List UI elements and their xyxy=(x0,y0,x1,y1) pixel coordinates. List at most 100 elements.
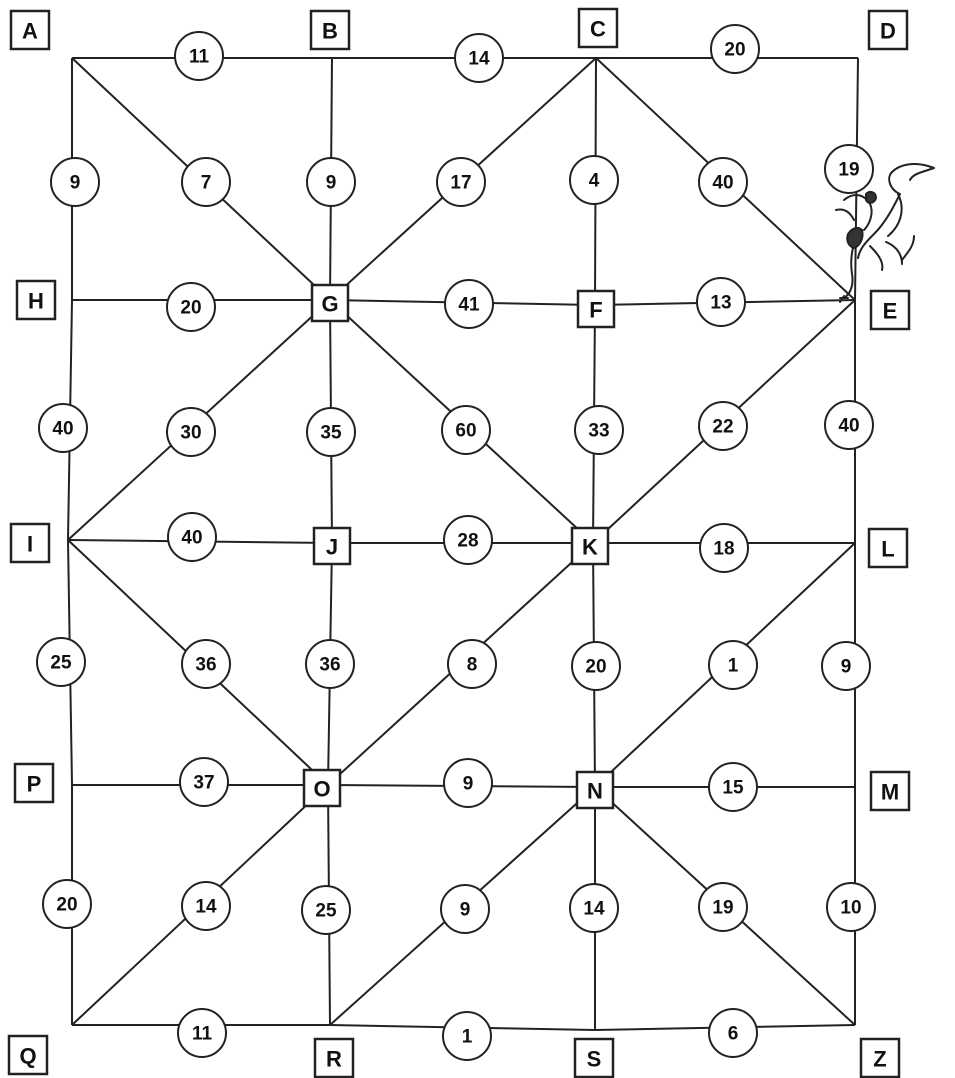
edge-weight-k-l: 18 xyxy=(700,524,748,572)
node-label: Z xyxy=(873,1047,886,1072)
edge-weight-r-s: 1 xyxy=(443,1012,491,1060)
edge-weight-h-i: 40 xyxy=(39,404,87,452)
weight-label: 41 xyxy=(458,295,480,316)
weight-label: 40 xyxy=(838,416,859,437)
weight-label: 19 xyxy=(838,160,859,181)
node-label: O xyxy=(313,777,330,802)
node-label: J xyxy=(326,535,338,560)
edge-weight-i-j: 40 xyxy=(168,513,216,561)
node-l: L xyxy=(869,529,907,567)
weight-label: 9 xyxy=(460,900,471,921)
node-o: O xyxy=(304,770,340,806)
edge-weight-n-s: 14 xyxy=(570,884,618,932)
node-label: M xyxy=(881,780,899,805)
node-label: R xyxy=(326,1047,342,1072)
node-label: Q xyxy=(19,1044,36,1069)
node-k: K xyxy=(572,528,608,564)
node-label: K xyxy=(582,535,598,560)
edge-weight-j-o: 36 xyxy=(306,640,354,688)
edge-weight-k-n: 20 xyxy=(572,642,620,690)
edge-weight-a-b: 11 xyxy=(175,32,223,80)
edge-weight-n-z: 19 xyxy=(699,883,747,931)
node-label: F xyxy=(589,298,602,323)
edge-weight-o-q: 14 xyxy=(182,882,230,930)
node-b: B xyxy=(311,11,349,49)
weight-label: 25 xyxy=(50,653,72,674)
node-label: L xyxy=(881,537,894,562)
edge-weight-j-k: 28 xyxy=(444,516,492,564)
weight-label: 60 xyxy=(455,421,476,442)
weight-label: 30 xyxy=(180,423,201,444)
edge-weight-n-m: 15 xyxy=(709,763,757,811)
weight-label: 18 xyxy=(713,539,734,560)
node-label: D xyxy=(880,19,896,44)
weight-label: 35 xyxy=(320,423,342,444)
edge-weight-o-n: 9 xyxy=(444,759,492,807)
weight-label: 17 xyxy=(450,173,471,194)
weight-label: 20 xyxy=(724,40,745,61)
edge-weight-d-e: 19 xyxy=(825,145,873,193)
weight-label: 9 xyxy=(463,774,474,795)
node-label: G xyxy=(321,292,338,317)
edge-weight-p-q: 20 xyxy=(43,880,91,928)
weight-label: 14 xyxy=(195,897,217,918)
node-e: E xyxy=(871,291,909,329)
node-label: S xyxy=(587,1047,602,1072)
node-a: A xyxy=(11,11,49,49)
weight-label: 20 xyxy=(180,298,201,319)
weight-label: 10 xyxy=(840,898,861,919)
weight-label: 9 xyxy=(326,173,337,194)
edge-weight-q-r: 11 xyxy=(178,1009,226,1057)
edge-weight-s-z: 6 xyxy=(709,1009,757,1057)
edge-weight-a-g: 7 xyxy=(182,158,230,206)
edge-weight-p-o: 37 xyxy=(180,758,228,806)
node-f: F xyxy=(578,291,614,327)
weight-label: 40 xyxy=(181,528,202,549)
node-label: C xyxy=(590,17,606,42)
edge-weight-g-k: 60 xyxy=(442,406,490,454)
edge-weight-e-l: 40 xyxy=(825,401,873,449)
edge-weight-e-k: 22 xyxy=(699,402,747,450)
weight-label: 19 xyxy=(712,898,733,919)
edge-weight-f-k: 33 xyxy=(575,406,623,454)
weight-label: 9 xyxy=(70,173,81,194)
edge-weight-c-e: 40 xyxy=(699,158,747,206)
node-s: S xyxy=(575,1039,613,1077)
edge-weight-g-j: 35 xyxy=(307,408,355,456)
node-label: A xyxy=(22,19,38,44)
node-r: R xyxy=(315,1039,353,1077)
weight-label: 1 xyxy=(462,1027,473,1048)
node-label: P xyxy=(27,772,42,797)
node-i: I xyxy=(11,524,49,562)
node-q: Q xyxy=(9,1036,47,1074)
node-p: P xyxy=(15,764,53,802)
weight-label: 11 xyxy=(189,47,210,68)
edge-weight-f-e: 13 xyxy=(697,278,745,326)
edge-weight-l-m: 9 xyxy=(822,642,870,690)
edge-weight-c-f: 4 xyxy=(570,156,618,204)
edge-weight-h-g: 20 xyxy=(167,283,215,331)
weight-label: 14 xyxy=(468,49,490,70)
node-d: D xyxy=(869,11,907,49)
node-label: H xyxy=(28,289,44,314)
edge-weight-k-o: 8 xyxy=(448,640,496,688)
weight-label: 33 xyxy=(588,421,609,442)
edge-weight-c-d: 20 xyxy=(711,25,759,73)
edge-weight-l-n: 1 xyxy=(709,641,757,689)
weight-label: 22 xyxy=(712,417,733,438)
weight-label: 40 xyxy=(712,173,733,194)
node-c: C xyxy=(579,9,617,47)
weight-label: 25 xyxy=(315,901,337,922)
weight-label: 36 xyxy=(195,655,216,676)
weight-label: 8 xyxy=(467,655,478,676)
node-n: N xyxy=(577,772,613,808)
weight-label: 14 xyxy=(583,899,605,920)
weight-label: 28 xyxy=(457,531,478,552)
node-label: I xyxy=(27,532,33,557)
node-j: J xyxy=(314,528,350,564)
edge-weight-i-p: 25 xyxy=(37,638,85,686)
edge-weight-b-g: 9 xyxy=(307,158,355,206)
weight-label: 20 xyxy=(585,657,606,678)
weight-label: 4 xyxy=(589,171,600,192)
